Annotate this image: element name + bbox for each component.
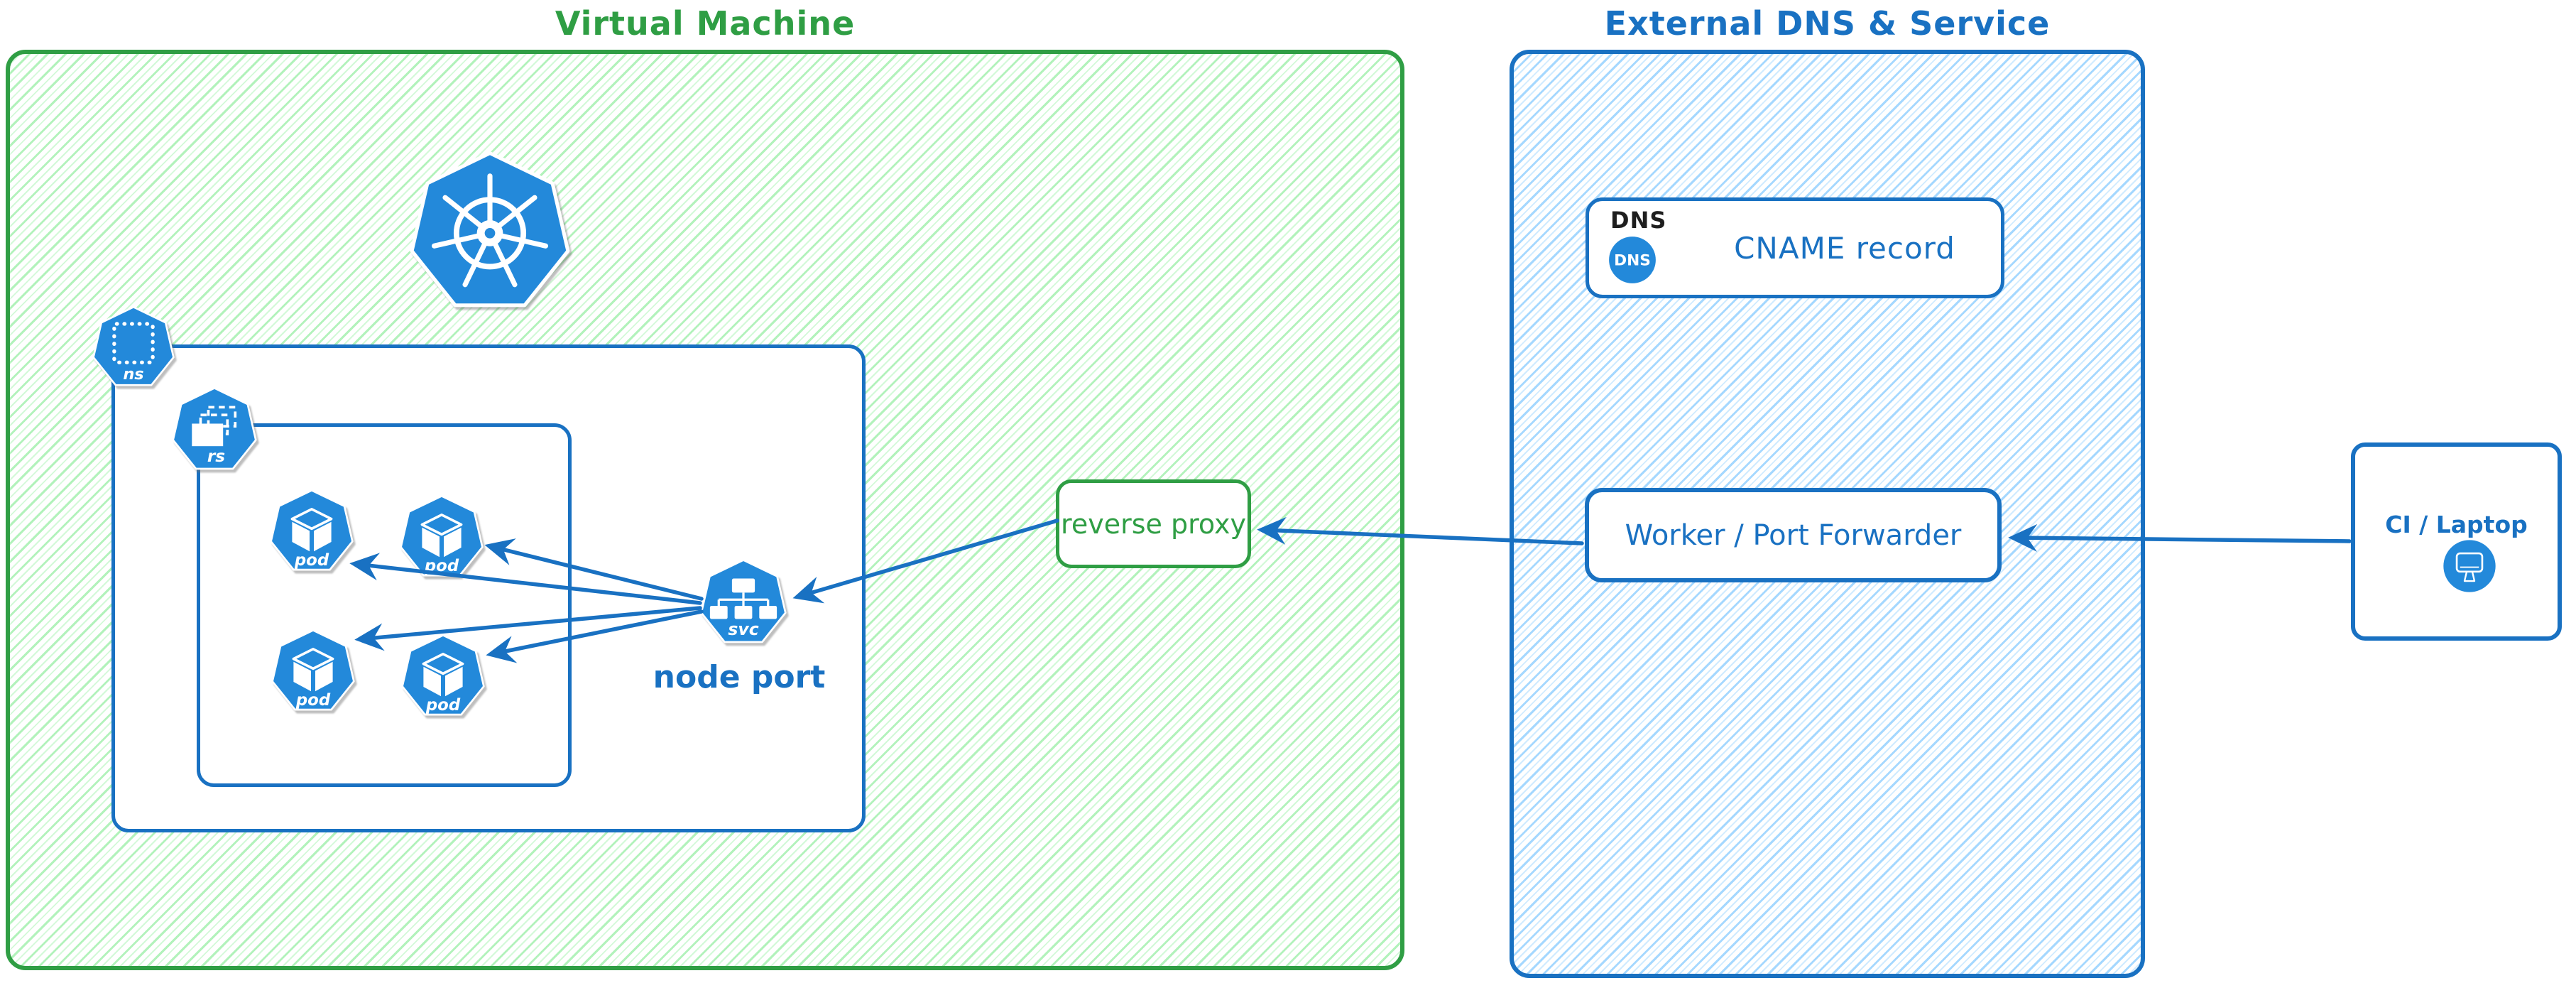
- replicaset-icon: rs: [172, 387, 257, 470]
- worker-port-forwarder-box: Worker / Port Forwarder: [1585, 488, 2002, 582]
- dns-badge-icon: DNS: [1609, 237, 1656, 283]
- svg-text:DNS: DNS: [1614, 252, 1651, 270]
- monitor-icon: [2443, 540, 2496, 592]
- node-port-label: node port: [653, 659, 826, 695]
- svg-text:pod: pod: [424, 557, 459, 575]
- kubernetes-logo-icon: [408, 150, 572, 313]
- external-dns-service-title: External DNS & Service: [1604, 4, 2051, 43]
- pod-icon: pod: [401, 634, 485, 716]
- pod-icon: pod: [270, 489, 354, 571]
- dns-record-box: DNS DNS CNAME record: [1586, 197, 2004, 298]
- namespace-icon: ns: [92, 306, 175, 386]
- reverse-proxy-box: reverse proxy: [1056, 479, 1251, 568]
- replicaset-box: [197, 423, 572, 787]
- svg-text:rs: rs: [207, 447, 225, 466]
- dns-group-label: DNS: [1610, 207, 1667, 234]
- worker-port-forwarder-label: Worker / Port Forwarder: [1625, 518, 1962, 552]
- svg-text:pod: pod: [425, 696, 461, 715]
- pod-icon: pod: [400, 495, 484, 577]
- svg-text:pod: pod: [294, 551, 329, 570]
- cname-record-label: CNAME record: [1734, 230, 1955, 266]
- ci-laptop-label: CI / Laptop: [2385, 511, 2528, 538]
- virtual-machine-title: Virtual Machine: [555, 4, 856, 43]
- svg-text:svc: svc: [728, 619, 758, 639]
- pod-icon: pod: [271, 629, 355, 711]
- reverse-proxy-label: reverse proxy: [1061, 508, 1246, 540]
- service-icon: svc: [700, 559, 787, 643]
- svg-text:ns: ns: [123, 365, 143, 384]
- ci-laptop-box: CI / Laptop: [2351, 442, 2562, 641]
- svg-text:pod: pod: [295, 691, 331, 710]
